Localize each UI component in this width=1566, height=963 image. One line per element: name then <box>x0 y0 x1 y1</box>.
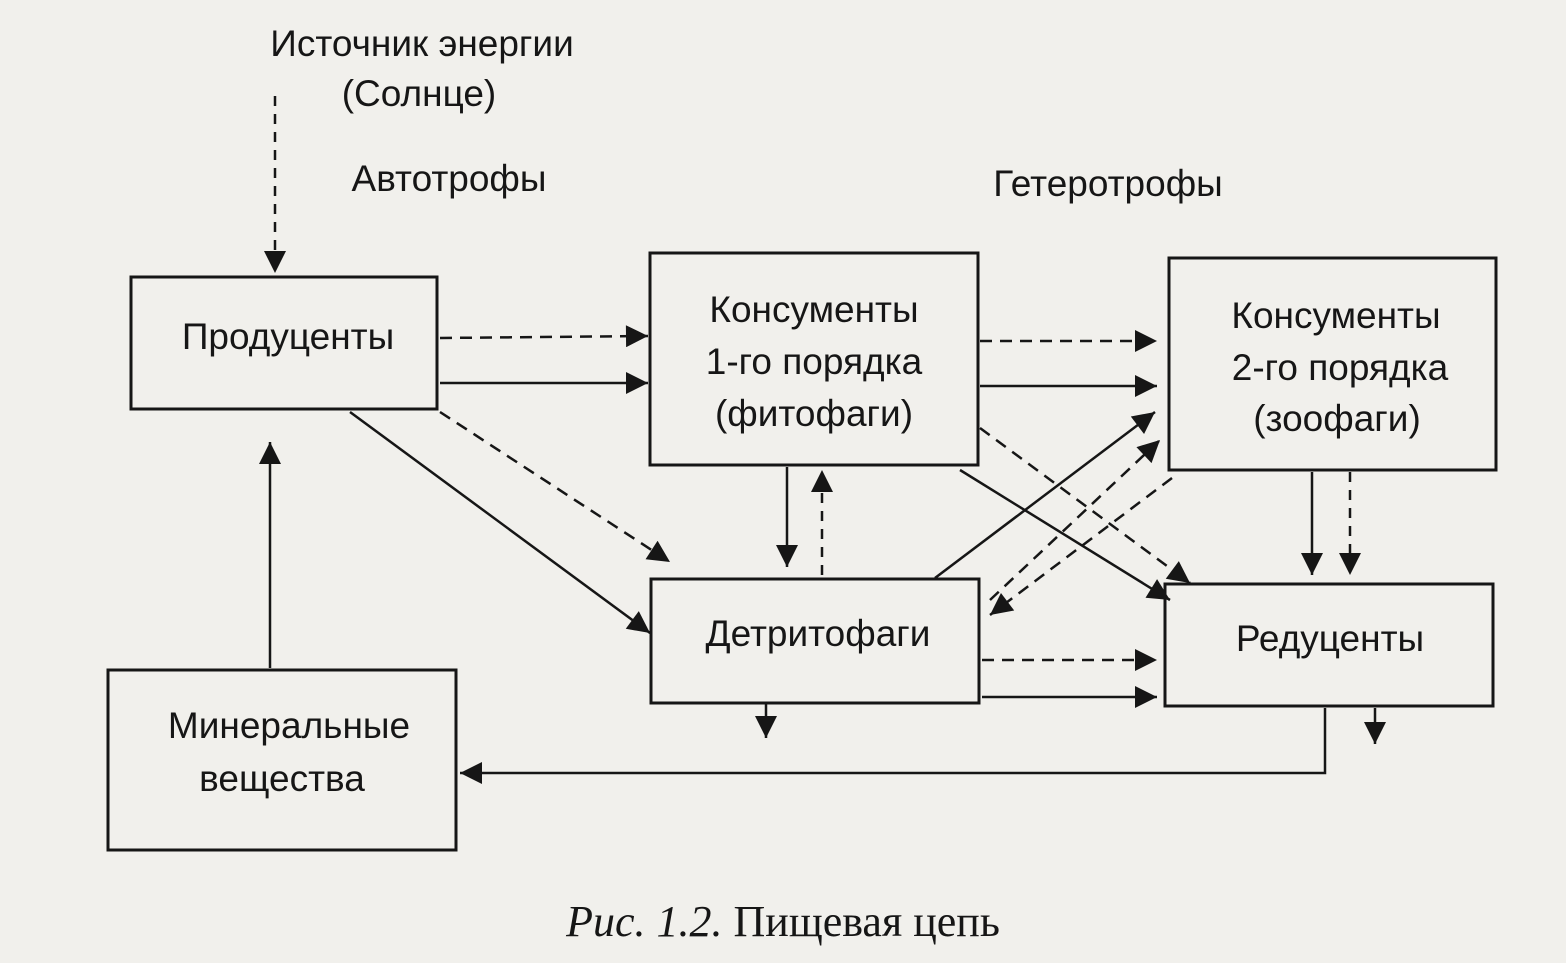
arrow-consumers2-to-detritivores <box>989 477 1173 616</box>
minerals-box: Минеральные вещества <box>106 668 458 852</box>
producers-box: Продуценты <box>129 275 439 411</box>
detritivores-box-label: Детритофаги <box>706 613 931 654</box>
arrow-consumers1-to-reducers-dashed <box>979 426 1191 585</box>
figure-title: Пищевая цепь <box>733 897 1000 946</box>
consumers1-label-line3: (фитофаги) <box>715 393 913 434</box>
figure-number: Рис. 1.2. <box>566 897 723 946</box>
consumers2-label-line1: Консументы <box>1231 295 1440 336</box>
energy-source-label-line1: Источник энергии <box>270 23 574 64</box>
arrow-producers-to-detritivores-dashed <box>439 410 671 564</box>
heterotrophs-label: Гетеротрофы <box>993 163 1223 204</box>
arrow-reducers-to-minerals <box>460 708 1327 784</box>
consumers1-label-line1: Консументы <box>709 289 918 330</box>
minerals-label-line2: вещества <box>199 758 365 799</box>
arrow-producers-to-consumers1-dashed <box>439 325 649 348</box>
consumers1-box: Консументы 1-го порядка (фитофаги) <box>648 251 980 467</box>
producers-box-label: Продуценты <box>182 316 394 357</box>
detritivores-box: Детритофаги <box>649 577 981 705</box>
minerals-label-line1: Минеральные <box>168 705 410 746</box>
arrow-detritivores-to-consumers2-dashed <box>989 439 1161 601</box>
consumers2-box: Консументы 2-го порядка (зоофаги) <box>1167 256 1498 472</box>
reducers-box: Редуценты <box>1163 582 1495 708</box>
figure-caption: Рис. 1.2. Пищевая цепь <box>0 896 1566 947</box>
arrow-consumers1-to-reducers-solid <box>959 468 1171 602</box>
consumers2-label-line2: 2-го порядка <box>1232 347 1449 388</box>
arrow-detritivores-to-consumers2-solid <box>934 411 1156 579</box>
consumers1-label-line2: 1-го порядка <box>706 341 923 382</box>
energy-source-label-line2: (Солнце) <box>342 73 497 114</box>
arrow-producers-to-detritivores-solid <box>349 410 651 635</box>
consumers2-label-line3: (зоофаги) <box>1253 398 1421 439</box>
autotrophs-label: Автотрофы <box>352 158 547 199</box>
reducers-box-label: Редуценты <box>1236 618 1424 659</box>
